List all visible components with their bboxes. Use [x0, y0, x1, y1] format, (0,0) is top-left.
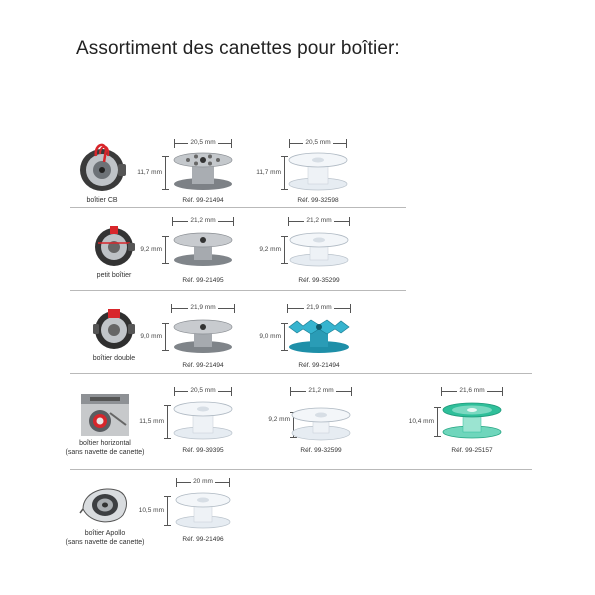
height-dimension: 9,2 mm	[126, 236, 169, 264]
double-bobbin-case: boîtier double	[79, 306, 149, 363]
width-dimension: 20 mm	[176, 477, 230, 487]
reference-number: Réf. 99-25157	[451, 447, 493, 454]
height-dimension: 10,4 mm	[398, 407, 441, 437]
reference-number: Réf. 99-32598	[297, 197, 339, 204]
bobbin-clear	[287, 152, 349, 197]
reference-number: Réf. 99-35299	[298, 277, 340, 284]
small-bobbin-case: petit boîtier	[79, 223, 149, 280]
height-dimension: 11,5 mm	[128, 405, 171, 439]
apollo-bobbin-case: boîtier Apollo (sans navette de canette)	[60, 483, 150, 547]
case-label-note: (sans navette de canette)	[65, 539, 145, 546]
bobbin-clear	[174, 492, 232, 535]
case-label: boîtier CB	[86, 197, 118, 204]
bobbin-clear	[290, 406, 352, 447]
divider	[70, 290, 406, 291]
case-label: boîtier double	[92, 355, 136, 362]
height-dimension: 10,5 mm	[128, 496, 171, 526]
width-dimension: 21,2 mm	[288, 216, 350, 226]
width-dimension: 21,9 mm	[171, 303, 235, 313]
bobbin-case-cb: boîtier CB	[67, 142, 137, 205]
case-label-note: (sans navette de canette)	[65, 449, 145, 456]
bobbin-metal	[172, 152, 234, 197]
height-dimension: 9,0 mm	[245, 323, 288, 351]
divider	[70, 469, 532, 470]
reference-number: Réf. 99-39395	[182, 447, 224, 454]
divider	[70, 207, 406, 208]
bobbin-metal	[172, 232, 234, 273]
bobbin-metal	[172, 319, 234, 360]
bobbin-green	[441, 402, 503, 445]
small-bobbin-case-icon	[79, 223, 149, 269]
reference-number: Réf. 99-21494	[182, 197, 224, 204]
apollo-bobbin-case-icon	[60, 483, 150, 527]
height-dimension: 11,7 mm	[126, 156, 169, 190]
bobbin-blue	[287, 319, 351, 360]
bobbin-case-cb-icon	[67, 142, 137, 194]
reference-number: Réf. 99-21494	[182, 362, 224, 369]
reference-number: Réf. 99-21495	[182, 277, 224, 284]
case-label: boîtier Apollo	[84, 530, 126, 537]
case-label: petit boîtier	[96, 272, 132, 279]
height-dimension: 9,2 mm	[245, 236, 288, 264]
width-dimension: 21,2 mm	[172, 216, 234, 226]
reference-number: Réf. 99-21494	[298, 362, 340, 369]
divider	[70, 373, 532, 374]
case-label: boîtier horizontal	[79, 440, 131, 447]
height-dimension: 9,2 mm	[254, 412, 297, 438]
reference-number: Réf. 99-21496	[182, 536, 224, 543]
bobbin-clear	[172, 401, 234, 446]
width-dimension: 21,6 mm	[441, 386, 503, 396]
horizontal-bobbin-case-icon	[60, 393, 150, 437]
height-dimension: 11,7 mm	[245, 156, 288, 190]
width-dimension: 20,5 mm	[174, 386, 232, 396]
width-dimension: 20,5 mm	[289, 138, 347, 148]
bobbin-clear	[288, 232, 350, 273]
width-dimension: 21,9 mm	[287, 303, 351, 313]
width-dimension: 21,2 mm	[290, 386, 352, 396]
horizontal-bobbin-case: boîtier horizontal (sans navette de cane…	[60, 393, 150, 457]
height-dimension: 9,0 mm	[126, 323, 169, 351]
page-title: Assortiment des canettes pour boîtier:	[76, 38, 400, 59]
width-dimension: 20,5 mm	[174, 138, 232, 148]
double-bobbin-case-icon	[79, 306, 149, 352]
reference-number: Réf. 99-32599	[300, 447, 342, 454]
